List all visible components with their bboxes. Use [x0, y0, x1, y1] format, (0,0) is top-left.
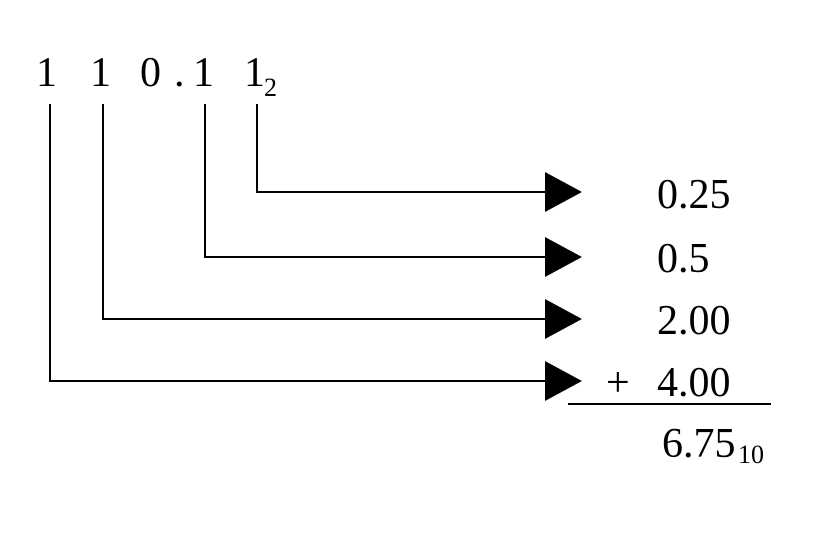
binary-point: .	[174, 50, 185, 96]
arrowhead-icon	[545, 361, 582, 401]
connector-line	[49, 104, 548, 382]
place-values: 0.25 0.5 2.00 + 4.00	[606, 172, 731, 406]
arrowhead-icon	[545, 299, 582, 339]
binary-base-subscript: 2	[264, 73, 277, 102]
result-base-subscript: 10	[738, 440, 764, 469]
place-value: 0.25	[657, 172, 731, 218]
place-value: 0.5	[657, 236, 710, 282]
plus-operator: +	[606, 360, 630, 406]
binary-digit: 1	[244, 50, 265, 96]
result-value: 6.75	[662, 421, 736, 467]
connector-line	[256, 104, 548, 193]
binary-digit: 0	[140, 50, 161, 96]
binary-digit: 1	[193, 50, 214, 96]
arrowhead-icon	[545, 237, 582, 277]
place-value: 2.00	[657, 298, 731, 344]
place-value: 4.00	[657, 360, 731, 406]
connectors	[49, 104, 548, 382]
result: 6.75 10	[662, 421, 764, 469]
binary-digit: 1	[90, 50, 111, 96]
connector-line	[204, 104, 548, 258]
binary-number: 1 1 0 . 1 1 2	[36, 50, 277, 102]
connector-line	[102, 104, 548, 320]
binary-digit: 1	[36, 50, 57, 96]
arrowhead-icon	[545, 172, 582, 212]
arrowheads	[545, 172, 582, 401]
